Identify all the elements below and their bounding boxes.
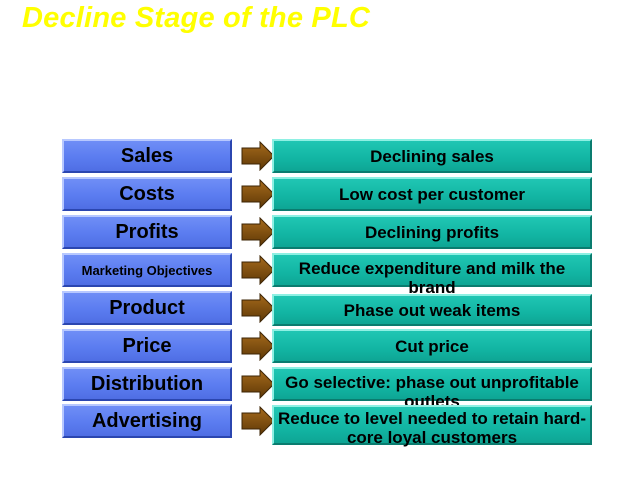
arrow-right-icon [241,255,275,285]
value-distribution: Go selective: phase out unprofitable out… [272,367,592,411]
value-costs: Low cost per customer [272,177,592,211]
slide-title: Decline Stage of the PLC [22,2,371,34]
arrow-right-icon [241,369,275,399]
arrow-right-icon [241,179,275,209]
arrow-right-icon [241,406,275,436]
value-marketing-objectives: Reduce expenditure and milk the brand [272,253,592,297]
value-sales: Declining sales [272,139,592,173]
arrow-right-icon [241,141,275,171]
value-product: Phase out weak items [272,294,592,326]
value-price: Cut price [272,329,592,363]
label-marketing-objectives: Marketing Objectives [62,253,232,287]
arrow-right-icon [241,217,275,247]
label-sales: Sales [62,139,232,173]
value-profits: Declining profits [272,215,592,249]
arrow-right-icon [241,331,275,361]
label-profits: Profits [62,215,232,249]
label-product: Product [62,291,232,325]
label-price: Price [62,329,232,363]
label-advertising: Advertising [62,404,232,438]
value-advertising: Reduce to level needed to retain hard-co… [272,405,592,447]
label-costs: Costs [62,177,232,211]
label-distribution: Distribution [62,367,232,401]
arrow-right-icon [241,293,275,323]
